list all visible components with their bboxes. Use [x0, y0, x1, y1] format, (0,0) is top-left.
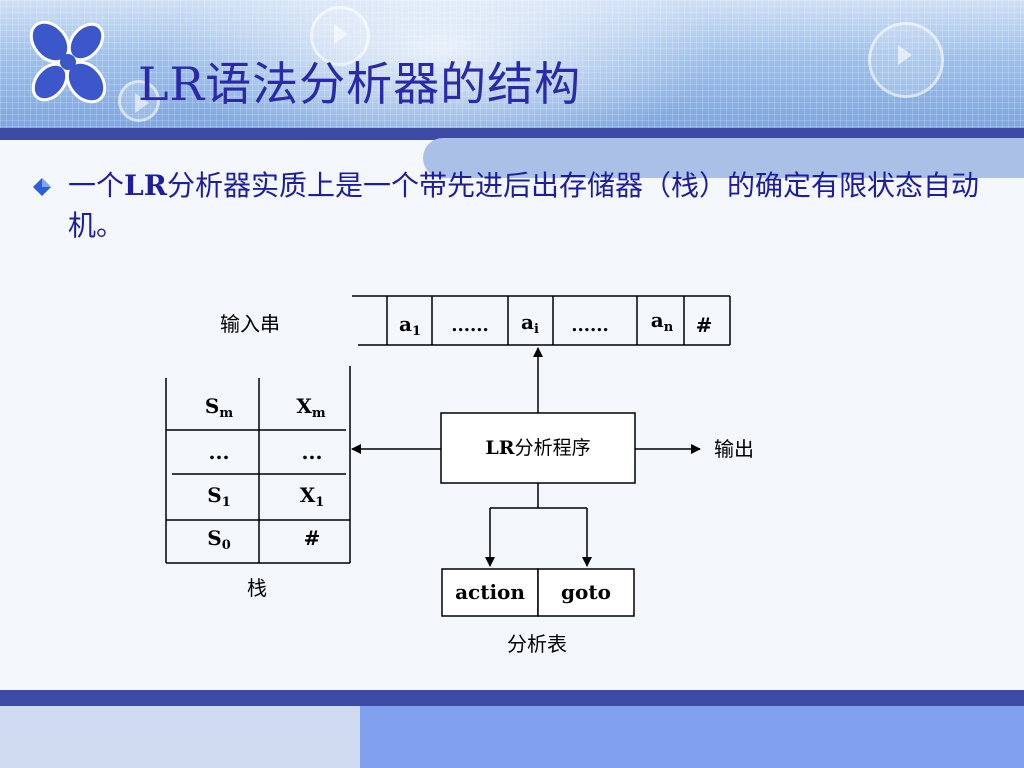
title-divider-bar	[0, 128, 1024, 140]
play-circle-icon	[868, 22, 944, 98]
stack-state-s0: S0	[207, 526, 231, 553]
input-cell-ellipsis-2: ......	[571, 315, 609, 336]
arrow-to-table	[485, 483, 592, 567]
stack-symbol-ellipsis: ...	[302, 440, 323, 464]
input-tape	[352, 295, 731, 346]
lr-program-label: LR分析程序	[485, 437, 590, 459]
page-title: LR语法分析器的结构	[138, 57, 582, 111]
parse-table-action-label: action	[455, 580, 525, 604]
parse-table-goto-label: goto	[561, 580, 611, 604]
input-cell-ai: ai	[521, 310, 539, 337]
input-label: 输入串	[220, 312, 280, 336]
stack-state-s1: S1	[207, 483, 231, 510]
intro-text-pre: 一个	[68, 169, 125, 202]
output-label: 输出	[714, 437, 754, 461]
stack-frame	[165, 366, 351, 564]
play-circle-icon	[310, 6, 370, 66]
footer-left-panel	[0, 706, 360, 768]
header-glow	[160, 0, 720, 128]
footer-right-panel	[360, 706, 1024, 768]
parse-table-goto-cell	[537, 568, 635, 617]
stack-symbol-xm: Xm	[296, 394, 326, 421]
diamond-bullet-icon	[33, 178, 51, 196]
intro-text-post: 分析器实质上是一个带先进后出存储器（栈）的确定有限状态自动机。	[68, 169, 979, 242]
input-cell-ellipsis-1: ......	[451, 315, 489, 336]
stack-state-sm: Sm	[205, 394, 233, 421]
parse-table-label: 分析表	[507, 632, 567, 656]
input-cell-hash: #	[696, 313, 713, 337]
stack-state-ellipsis: ...	[209, 440, 230, 464]
footer-bar	[0, 690, 1024, 706]
lr-parser-diagram: 输入串 a1 ...... ai ...... an # Sm Xm ... .…	[165, 295, 754, 656]
input-cell-an: an	[651, 308, 674, 335]
intro-text-bold: LR	[124, 169, 167, 202]
header-banner: LR语法分析器的结构	[0, 0, 1024, 128]
parse-table-action-cell	[441, 568, 539, 617]
stack-symbol-hash: #	[304, 526, 321, 550]
stack-label: 栈	[247, 576, 267, 600]
input-cell-a1: a1	[399, 312, 421, 339]
title-pill-decoration	[423, 138, 1024, 178]
intro-paragraph: 一个LR分析器实质上是一个带先进后出存储器（栈）的确定有限状态自动机。	[68, 166, 998, 246]
stack-symbol-x1: X1	[300, 483, 325, 510]
play-circle-icon	[118, 80, 160, 122]
x-logo-icon	[29, 20, 107, 104]
